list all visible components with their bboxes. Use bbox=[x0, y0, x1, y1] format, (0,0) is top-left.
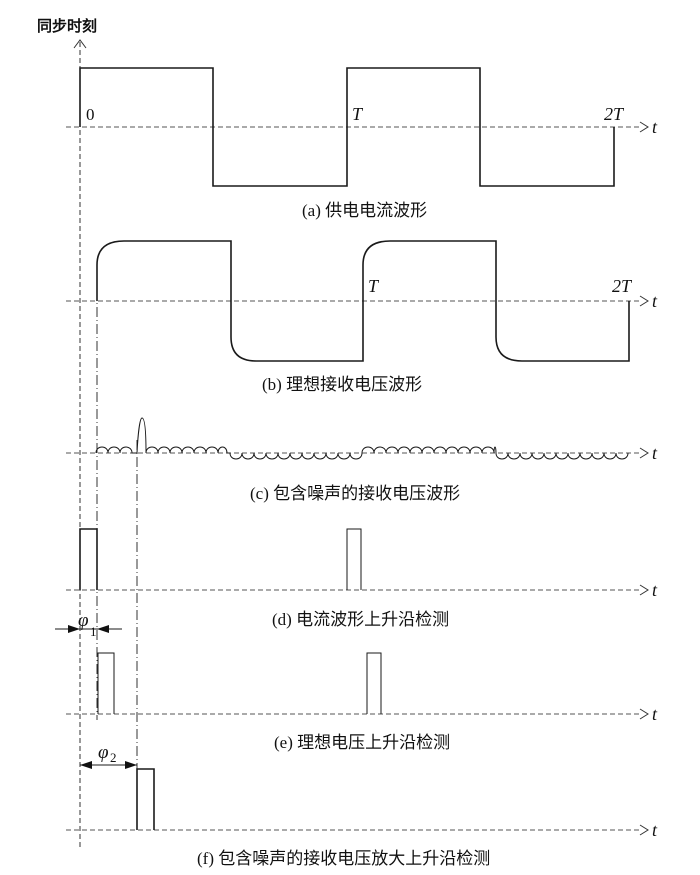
sync-axis-arrow-icon bbox=[73, 39, 87, 49]
arrow-left-icon bbox=[80, 761, 92, 769]
current-rise-pulse-2 bbox=[346, 528, 362, 590]
panel-c: t (c) 包含噪声的接收电压波形 bbox=[66, 417, 658, 503]
double-period-label-a: 2T bbox=[604, 104, 625, 124]
period-label-a: T bbox=[352, 104, 364, 124]
sync-axis-title: 同步时刻 bbox=[37, 17, 97, 35]
t-label-f: t bbox=[652, 820, 658, 840]
caption-f: (f) 包含噪声的接收电压放大上升沿检测 bbox=[197, 849, 490, 868]
origin-label: 0 bbox=[86, 105, 95, 124]
ideal-voltage-rise-pulse-2 bbox=[366, 652, 382, 714]
caption-d: (d) 电流波形上升沿检测 bbox=[272, 610, 449, 629]
ideal-voltage-rise-pulse-1 bbox=[97, 652, 115, 714]
time-axis-arrow-icon bbox=[639, 295, 649, 307]
phi1-subscript: 1 bbox=[90, 624, 97, 639]
phi2-subscript: 2 bbox=[110, 750, 117, 765]
time-axis-arrow-icon bbox=[639, 121, 649, 133]
caption-c: (c) 包含噪声的接收电压波形 bbox=[250, 484, 460, 503]
noisy-receive-voltage-waveform bbox=[95, 417, 629, 460]
t-label-d: t bbox=[652, 580, 658, 600]
time-axis-arrow-icon bbox=[639, 584, 649, 596]
phi2-symbol: φ bbox=[98, 742, 109, 763]
t-label-a: t bbox=[652, 117, 658, 137]
ideal-receive-voltage-waveform bbox=[96, 240, 630, 362]
panel-f: t φ 2 (f) 包含噪声的接收电压放大上升沿检测 bbox=[66, 742, 658, 868]
t-label-b: t bbox=[652, 291, 658, 311]
arrow-right-icon bbox=[125, 761, 137, 769]
caption-e: (e) 理想电压上升沿检测 bbox=[274, 733, 450, 752]
t-label-e: t bbox=[652, 704, 658, 724]
current-rise-pulse-1 bbox=[79, 528, 98, 590]
time-axis-arrow-icon bbox=[639, 708, 649, 720]
arrow-right-icon bbox=[68, 625, 80, 633]
arrow-left-icon bbox=[97, 625, 109, 633]
t-label-c: t bbox=[652, 443, 658, 463]
noisy-voltage-rise-pulse bbox=[136, 768, 155, 830]
time-axis-arrow-icon bbox=[639, 447, 649, 459]
supply-current-waveform bbox=[79, 67, 615, 187]
panel-e: t (e) 理想电压上升沿检测 bbox=[66, 652, 658, 752]
panel-b: t T 2T (b) 理想接收电压波形 bbox=[66, 240, 658, 394]
panel-d: t (d) 电流波形上升沿检测 φ 1 bbox=[55, 528, 658, 639]
caption-b: (b) 理想接收电压波形 bbox=[262, 375, 422, 394]
period-label-b: T bbox=[368, 276, 380, 296]
time-axis-arrow-icon bbox=[639, 824, 649, 836]
double-period-label-b: 2T bbox=[612, 276, 633, 296]
caption-a: (a) 供电电流波形 bbox=[302, 201, 427, 220]
panel-a: t 0 T 2T (a) 供电电流波形 bbox=[66, 67, 658, 220]
phi1-symbol: φ bbox=[78, 610, 89, 631]
